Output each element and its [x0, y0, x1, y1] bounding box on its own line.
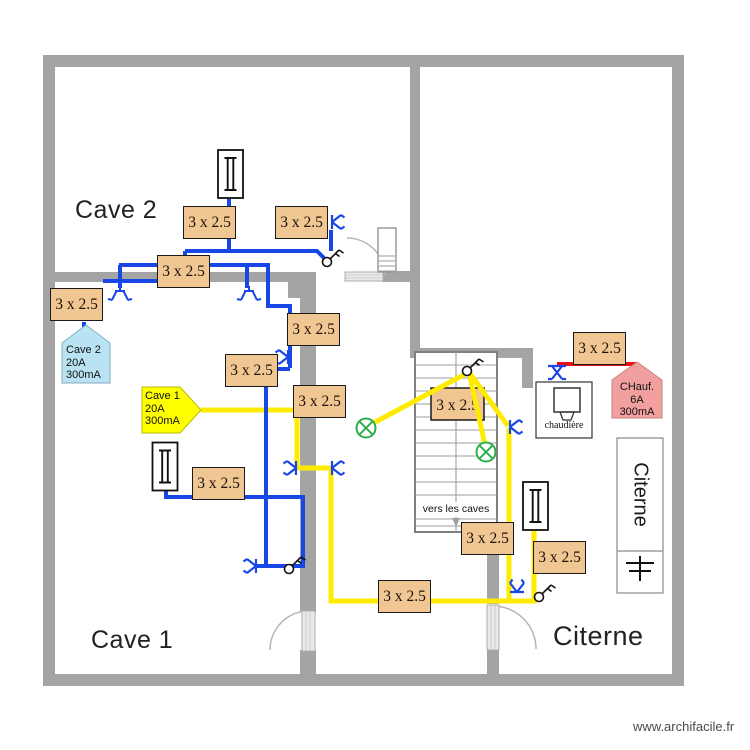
cable-label-box[interactable]: 3 x 2.5 [225, 354, 278, 387]
walls[interactable] [43, 55, 684, 686]
cable-label-box[interactable]: 3 x 2.5 [573, 332, 626, 365]
cable-label-box[interactable]: 3 x 2.5 [275, 206, 328, 239]
fluorescent-fixture-icon[interactable] [522, 481, 549, 531]
cable-label-box[interactable]: 3 x 2.5 [533, 541, 586, 574]
ceiling-light-icon[interactable] [107, 285, 133, 301]
cable-label-box[interactable]: 3 x 2.5 [287, 313, 340, 346]
socket-icon[interactable] [508, 418, 524, 436]
cable-label-box[interactable]: 3 x 2.5 [461, 522, 514, 555]
boiler-unit[interactable] [535, 381, 593, 439]
callout-cave1-text: Cave 1 20A 300mA [145, 390, 180, 427]
cable-label-box[interactable]: 3 x 2.5 [293, 385, 346, 418]
wall-hall-vertical-low [300, 650, 316, 675]
cable-label-box[interactable]: 3 x 2.5 [157, 255, 210, 288]
wall-right [672, 55, 684, 686]
circuit-cave2-blue[interactable] [82, 197, 333, 568]
tank-symbol-icon [626, 556, 654, 581]
wall-center-vertical [410, 67, 420, 357]
lamp-icon[interactable] [475, 441, 497, 463]
heater-icon[interactable] [546, 364, 568, 381]
callout-chauf-shape[interactable] [611, 361, 663, 419]
socket-icon[interactable] [282, 459, 298, 477]
switch-icon[interactable] [321, 249, 345, 268]
callout-cave2-shape[interactable] [61, 324, 111, 384]
svg-text:3 x 2.5: 3 x 2.5 [436, 397, 479, 414]
door-citerne [486, 604, 537, 651]
socket-icon[interactable] [508, 578, 526, 594]
wall-bottom [43, 674, 684, 686]
ceiling-light-icon[interactable] [236, 285, 262, 301]
wall-citerne-lower [487, 650, 499, 675]
cable-label-box[interactable]: 3 x 2.5 [378, 580, 431, 613]
callout-cave2-text: Cave 2 20A 300mA [66, 344, 101, 381]
fluorescent-fixture-icon[interactable] [151, 441, 179, 492]
callout-chauf-text: CHauf. 6A 300mA [619, 381, 655, 418]
cable-label-box[interactable]: 3 x 2.5 [183, 206, 236, 239]
doors[interactable] [269, 237, 537, 652]
socket-icon[interactable] [330, 459, 346, 477]
wall-top [43, 55, 684, 67]
cable-label-box[interactable]: 3 x 2.5 [50, 288, 103, 321]
switch-icon[interactable] [533, 584, 557, 603]
socket-icon[interactable] [242, 557, 258, 575]
lamp-icon[interactable] [355, 417, 377, 439]
door-cave1 [269, 610, 316, 652]
wall-boiler-stub [522, 348, 533, 388]
socket-icon[interactable] [330, 213, 346, 231]
stair-direction-arrow [452, 518, 460, 527]
fluorescent-fixture-icon[interactable] [217, 149, 244, 199]
callout-cave1-shape[interactable] [141, 386, 202, 434]
stair-landing [377, 227, 397, 273]
wall-door-stub-top [382, 271, 410, 282]
cable-label-box-stairs[interactable]: 3 x 2.5 [430, 387, 485, 421]
wall-left [43, 55, 55, 686]
cable-label-box[interactable]: 3 x 2.5 [192, 467, 245, 500]
tank-unit[interactable] [616, 437, 664, 594]
